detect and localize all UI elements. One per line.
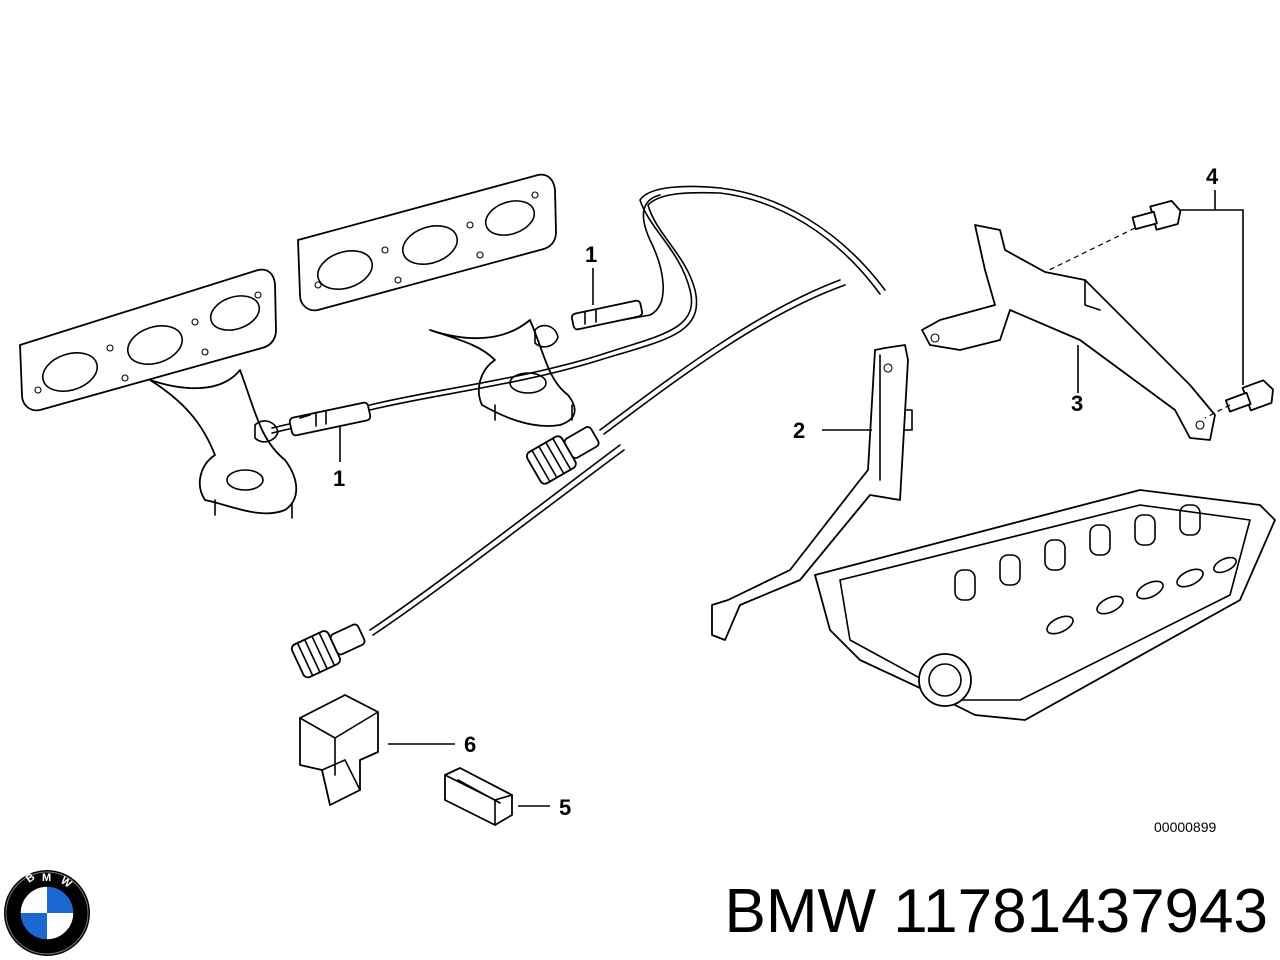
bracket-2 xyxy=(711,344,913,641)
parts-diagram: 1 1 2 3 4 5 6 00000899 xyxy=(19,164,1276,835)
diagram-reference-number: 00000899 xyxy=(1154,819,1217,835)
callout-1-lower: 1 xyxy=(333,466,345,491)
part-title: BMW 11781437943 xyxy=(668,872,1268,952)
bolts-4 xyxy=(1044,199,1274,419)
bracket-3 xyxy=(921,224,1216,441)
callout-4: 4 xyxy=(1206,164,1219,189)
part-number: 11781437943 xyxy=(893,877,1268,946)
clip-5 xyxy=(444,767,513,826)
callout-5: 5 xyxy=(559,795,571,820)
oxygen-sensor-wiring xyxy=(271,185,886,679)
exhaust-manifold-right xyxy=(297,173,576,427)
cylinder-head xyxy=(814,489,1276,721)
callout-2: 2 xyxy=(793,418,805,443)
leader-lines xyxy=(339,190,1244,807)
brand-name: BMW xyxy=(724,877,877,946)
exhaust-manifold-left xyxy=(19,268,298,519)
bmw-logo-icon: B M W xyxy=(4,870,90,956)
logo-letter-m: M xyxy=(42,872,51,884)
callout-3: 3 xyxy=(1071,391,1083,416)
callout-1-upper: 1 xyxy=(585,242,597,267)
clip-6 xyxy=(299,694,379,806)
callout-6: 6 xyxy=(464,732,476,757)
